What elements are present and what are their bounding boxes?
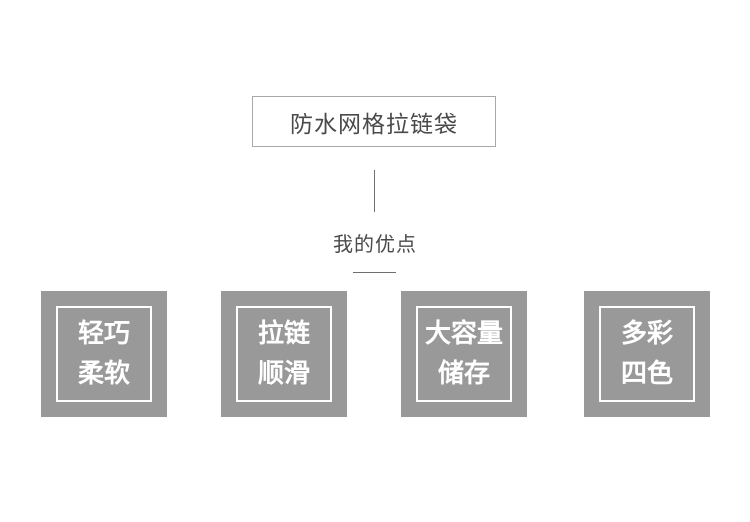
feature-line-2: 顺滑 bbox=[257, 359, 310, 389]
feature-card-light-soft: 轻巧 柔软 bbox=[41, 291, 167, 417]
feature-line-1: 多彩 bbox=[620, 319, 673, 349]
product-title: 防水网格拉链袋 bbox=[290, 111, 458, 138]
product-title-box: 防水网格拉链袋 bbox=[252, 96, 496, 147]
feature-line-1: 大容量 bbox=[424, 319, 503, 349]
feature-line-1: 轻巧 bbox=[77, 319, 130, 349]
connector-line bbox=[374, 170, 375, 212]
feature-card-four-colors: 多彩 四色 bbox=[584, 291, 710, 417]
feature-card-smooth-zipper: 拉链 顺滑 bbox=[221, 291, 347, 417]
feature-card-frame: 多彩 四色 bbox=[599, 306, 695, 402]
section-subtitle: 我的优点 bbox=[333, 232, 417, 256]
feature-line-2: 储存 bbox=[437, 359, 490, 389]
feature-card-frame: 拉链 顺滑 bbox=[236, 306, 332, 402]
feature-line-2: 四色 bbox=[620, 359, 673, 389]
feature-card-frame: 大容量 储存 bbox=[416, 306, 512, 402]
feature-card-large-capacity: 大容量 储存 bbox=[401, 291, 527, 417]
feature-line-2: 柔软 bbox=[77, 359, 130, 389]
feature-line-1: 拉链 bbox=[257, 319, 310, 349]
subtitle-underline bbox=[353, 272, 396, 273]
feature-card-frame: 轻巧 柔软 bbox=[56, 306, 152, 402]
